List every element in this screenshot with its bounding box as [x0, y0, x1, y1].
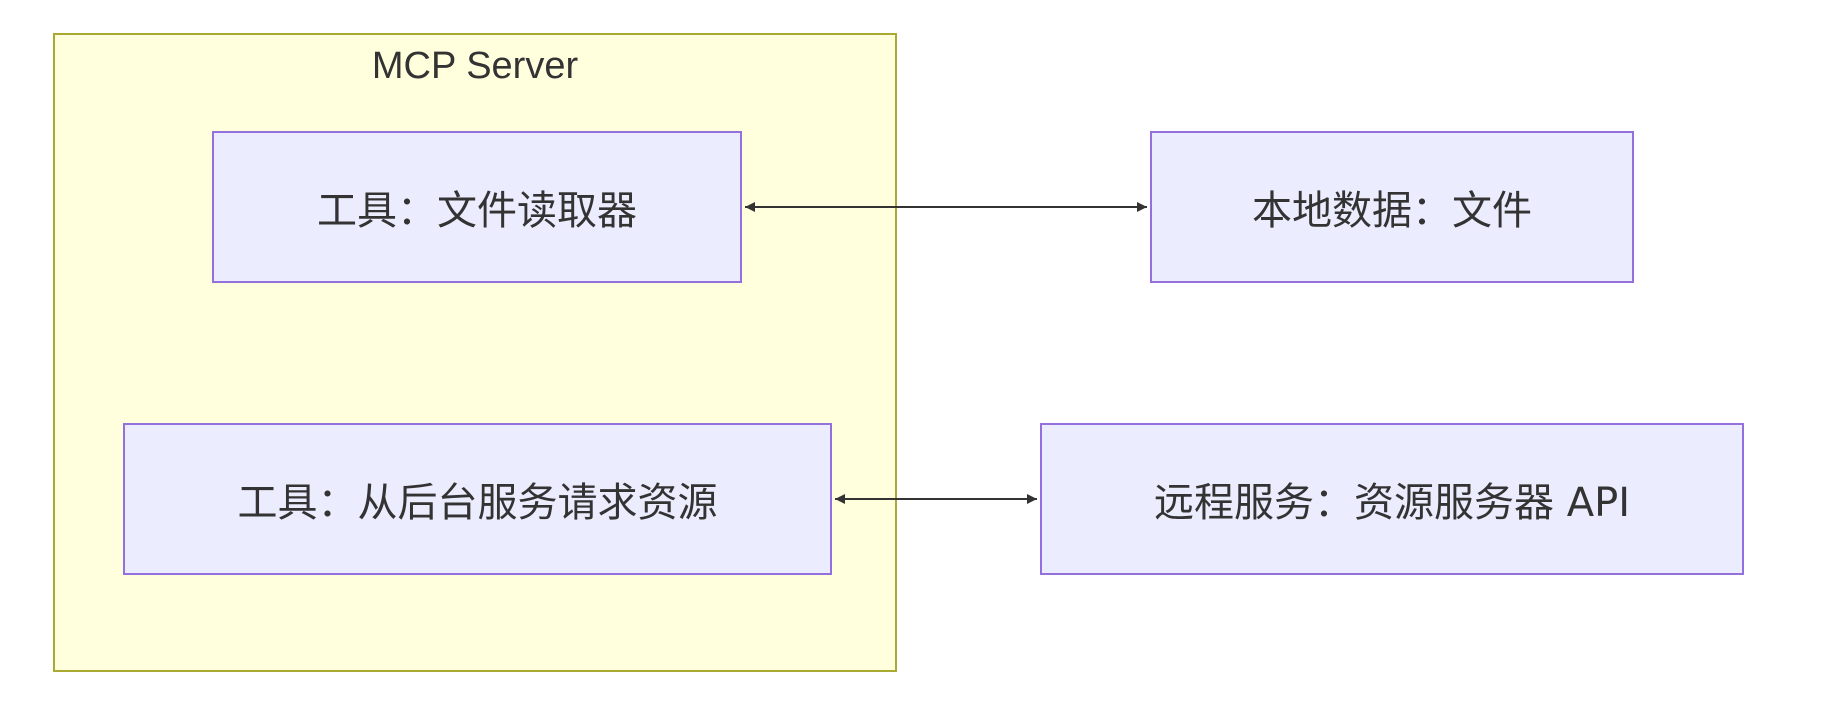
- node-local-data-file: 本地数据：文件: [1150, 131, 1634, 283]
- node-label: 工具：从后台服务请求资源: [237, 480, 718, 526]
- node-remote-service-api: 远程服务：资源服务器 API: [1040, 423, 1744, 575]
- node-file-reader-tool: 工具：文件读取器: [212, 131, 742, 283]
- node-backend-request-tool: 工具：从后台服务请求资源: [123, 423, 832, 575]
- node-label: 工具：文件读取器: [317, 188, 637, 234]
- subgraph-title: MCP Server: [371, 45, 579, 87]
- node-label: 远程服务：资源服务器 API: [1154, 480, 1630, 526]
- node-label: 本地数据：文件: [1252, 188, 1532, 234]
